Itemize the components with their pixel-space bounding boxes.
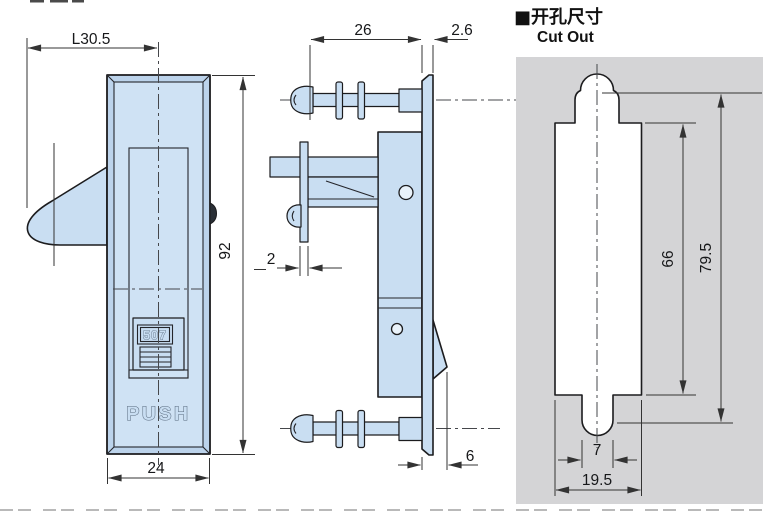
flange-plate-side xyxy=(421,74,434,456)
bottom-screw-head xyxy=(290,414,314,443)
cropped-print-artifact xyxy=(30,0,84,3)
bevel-corner-lines xyxy=(106,74,211,455)
section-title-zh: ■开孔尺寸 xyxy=(514,6,603,28)
lock-body-side xyxy=(377,131,423,398)
rivet-head xyxy=(286,204,302,228)
dimension-slide-thickness: 2 xyxy=(267,246,342,276)
dimension-hook-protrusion: 6 xyxy=(398,372,478,470)
catch-hook-side xyxy=(432,319,448,380)
dim-label-l30-5: L30.5 xyxy=(72,31,111,48)
body-hole-lower xyxy=(390,322,404,336)
latch-arm-side xyxy=(269,156,379,178)
dim-label-26: 26 xyxy=(354,22,371,39)
dim-label-6: 6 xyxy=(466,448,475,465)
edge-pivot-bump xyxy=(209,202,218,225)
button-grip-lines xyxy=(139,346,172,368)
model-badge-outer xyxy=(136,324,174,345)
dimension-latch-to-center: L30.5 xyxy=(26,31,158,208)
dim-label-2: 2 xyxy=(267,251,276,268)
cutout-diagram: 66 79.5 7 19.5 xyxy=(516,57,763,504)
cutout-opening xyxy=(554,73,643,437)
top-screw-head xyxy=(290,85,314,115)
dim-label-92: 92 xyxy=(217,242,234,259)
model-number-text: 507 xyxy=(143,329,167,343)
dimension-cutout-inner-height: 66 xyxy=(645,122,696,396)
track-bottom-strip xyxy=(128,369,189,379)
dim-label-24: 24 xyxy=(147,460,165,477)
section-header: ■开孔尺寸 Cut Out xyxy=(514,6,603,46)
dimension-cutout-overall-height: 79.5 xyxy=(602,92,762,424)
dimension-front-height: 92 xyxy=(212,75,255,455)
dimension-cutout-width: 19.5 xyxy=(554,400,642,496)
dimension-notch-width: 7 xyxy=(558,440,637,468)
top-screw xyxy=(290,81,423,120)
model-badge-inner xyxy=(139,326,171,343)
latch-wedge-side xyxy=(307,176,379,208)
body-hole-upper xyxy=(398,184,414,201)
slide-plate-side xyxy=(299,141,309,243)
dim-label-66: 66 xyxy=(660,250,677,267)
latch-hook-front xyxy=(26,166,108,246)
side-view-drawing: 26 2.6 2 6 xyxy=(267,22,558,470)
dim-label-2-6: 2.6 xyxy=(451,22,473,39)
push-label-text: PUSH xyxy=(126,403,190,425)
dimension-depth: 26 2.6 xyxy=(309,22,473,120)
section-title-en: Cut Out xyxy=(537,29,594,46)
front-view-drawing: 507 PUSH L30.5 92 xyxy=(26,31,266,484)
dimension-front-width: 24 xyxy=(107,458,210,484)
dim-label-7: 7 xyxy=(593,442,602,459)
dim-label-19-5: 19.5 xyxy=(582,472,612,489)
dim-label-79-5: 79.5 xyxy=(698,243,715,273)
bottom-screw xyxy=(290,409,423,449)
